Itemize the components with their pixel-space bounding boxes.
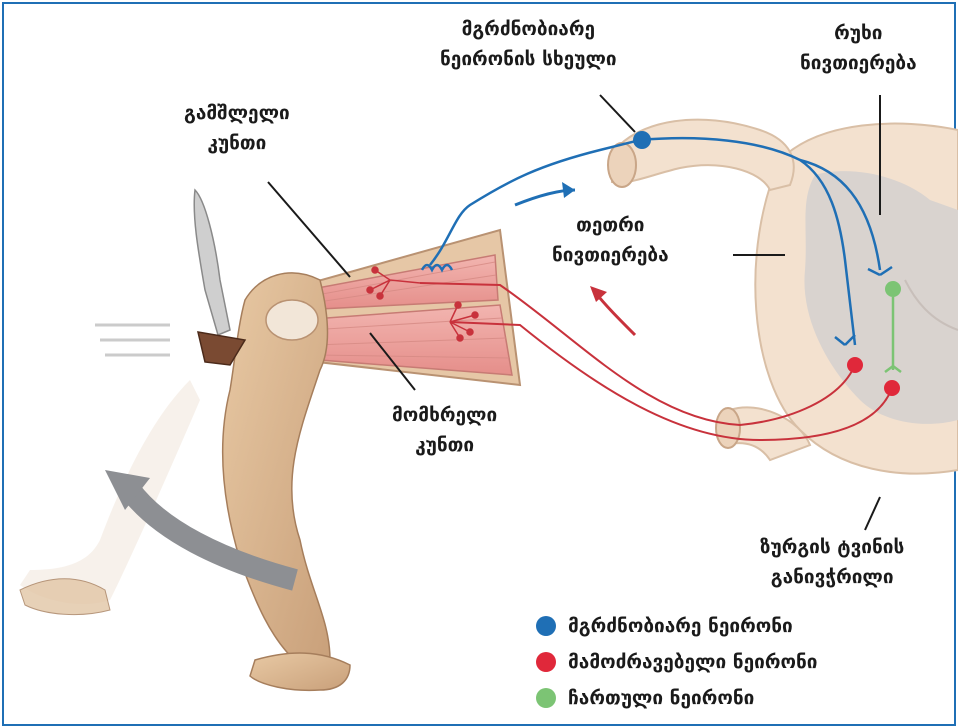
- legend-dot-motor: [536, 652, 556, 672]
- label-extensor-muscle: გამშლელი კუნთი: [184, 98, 290, 158]
- label-line: კუნთი: [392, 430, 497, 460]
- dorsal-root: [608, 120, 794, 190]
- legend-label: ჩართული ნეირონი: [568, 687, 754, 709]
- legend-item-interneuron: ჩართული ნეირონი: [536, 680, 817, 716]
- label-white-matter: თეთრი ნივთიერება: [552, 210, 669, 270]
- label-gray-matter: რუხი ნივთიერება: [800, 18, 917, 78]
- label-line: მომხრელი: [392, 400, 497, 430]
- legend-item-sensory: მგრძნობიარე ნეირონი: [536, 608, 817, 644]
- label-line: ნივთიერება: [800, 48, 917, 78]
- legend-label: მგრძნობიარე ნეირონი: [568, 615, 793, 637]
- motor-direction-arrow: [590, 286, 635, 335]
- legend-dot-sensory: [536, 616, 556, 636]
- motor-neuron-body-1: [847, 357, 863, 373]
- label-line: რუხი: [800, 18, 917, 48]
- label-line: გამშლელი: [184, 98, 290, 128]
- label-line: კუნთი: [184, 128, 290, 158]
- label-line: განივჭრილი: [760, 562, 904, 592]
- label-sensory-neuron-body: მგრძნობიარე ნეირონის სხეული: [440, 14, 617, 74]
- label-line: თეთრი: [552, 210, 669, 240]
- legend-dot-interneuron: [536, 688, 556, 708]
- label-line: ნივთიერება: [552, 240, 669, 270]
- motor-neuron-body-2: [884, 380, 900, 396]
- label-flexor-muscle: მომხრელი კუნთი: [392, 400, 497, 460]
- label-line: ზურგის ტვინის: [760, 532, 904, 562]
- label-spinal-cord-section: ზურგის ტვინის განივჭრილი: [760, 532, 904, 592]
- leg-motion-ghost: [20, 380, 200, 604]
- sensory-direction-arrow: [515, 182, 575, 205]
- reflex-hammer: [95, 190, 245, 365]
- legend-label: მამოძრავებელი ნეირონი: [568, 651, 817, 673]
- label-line: ნეირონის სხეული: [440, 44, 617, 74]
- leg: [20, 273, 350, 690]
- legend: მგრძნობიარე ნეირონი მამოძრავებელი ნეირონ…: [536, 608, 817, 716]
- legend-item-motor: მამოძრავებელი ნეირონი: [536, 644, 817, 680]
- sensory-neuron-body: [633, 131, 651, 149]
- label-line: მგრძნობიარე: [440, 14, 617, 44]
